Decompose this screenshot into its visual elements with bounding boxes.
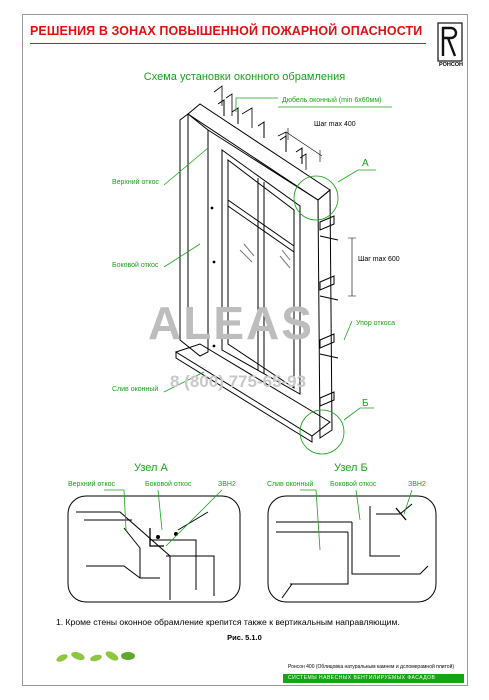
node-a-side-reveal-label: Боковой откос [145, 481, 192, 488]
footer-green-bar [283, 674, 464, 683]
step-600-label: Шаг max 600 [358, 256, 400, 263]
header-rule [30, 43, 426, 44]
watermark-brand: ALEAS [148, 297, 314, 349]
node-b-fastener-label: ЗВН2 [408, 481, 426, 488]
node-b-window-sill-label: Слив оконный [267, 481, 314, 488]
reveal-stop-label: Упор откоса [356, 320, 396, 327]
side-reveal-label: Боковой откос [112, 262, 159, 269]
node-a-marker: А [362, 158, 369, 169]
scheme-title: Схема установки оконного обрамления [143, 71, 346, 83]
page-header-title: РЕШЕНИЯ В ЗОНАХ ПОВЫШЕННОЙ ПОЖАРНОЙ ОПАС… [30, 24, 423, 38]
node-a-top-reveal-label: Верхний откос [68, 481, 115, 488]
dowel-label: Дюбель оконный (min 6х60мм) [282, 97, 382, 104]
page-frame [22, 14, 468, 686]
window-sill-label: Слив оконный [112, 386, 159, 393]
node-b-side-reveal-label: Боковой откос [330, 481, 377, 488]
top-reveal-label: Верхний откос [112, 179, 159, 186]
figure-caption: Рис. 5.1.0 [227, 633, 262, 642]
footer-system-line: СИСТЕМЫ НАВЕСНЫХ ВЕНТИЛИРУЕМЫХ ФАСАДОВ [288, 675, 436, 681]
footer-product-line: Ронсон 400 (Облицовка натуральным камнем… [288, 664, 455, 670]
node-b-marker: Б [362, 398, 369, 409]
watermark-phone: 8 (800) 775-65-93 [170, 372, 307, 391]
node-a-title: Узел А [134, 462, 168, 474]
node-b-title: Узел Б [334, 462, 368, 474]
ronson-logo [437, 22, 463, 68]
node-a-fastener-label: ЗВН2 [218, 481, 236, 488]
installation-note: 1. Кроме стены оконное обрамление крепит… [56, 617, 400, 627]
step-400-label: Шаг max 400 [314, 121, 356, 128]
logo-text: РОНСОН [439, 62, 463, 68]
